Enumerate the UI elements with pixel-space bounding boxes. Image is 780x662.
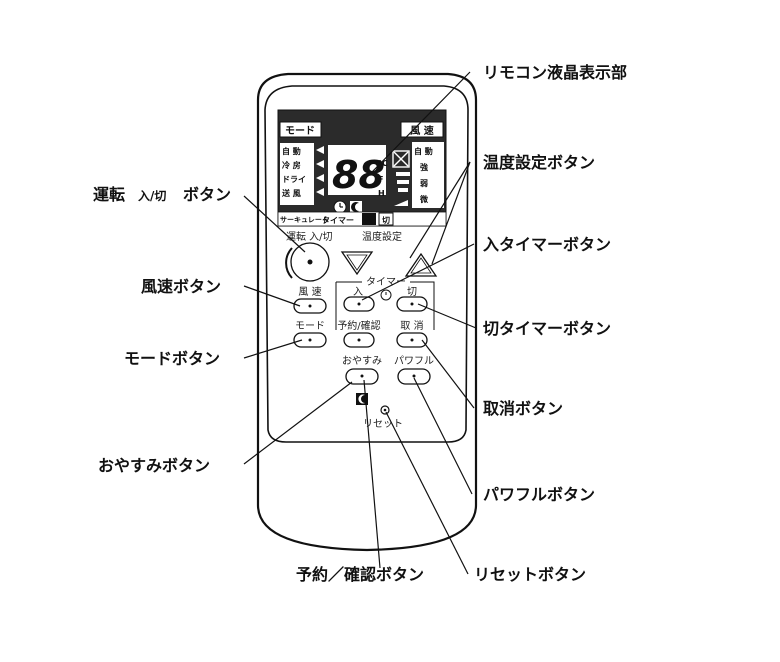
lcd-mode-header: モード [285,125,315,137]
fan-speed-label: 風 速 [298,286,321,298]
lcd-mode-cool: 冷 房 [282,160,301,170]
power-label: 運転 入/切 [286,231,333,243]
timer-off-label: 切 [407,286,417,298]
lcd-mode-dry: ドライ [282,175,306,184]
lcd-fan-quiet: 微 [419,194,428,204]
lcd-unit-c: °C [378,159,388,168]
callout-fan-speed: 風速ボタン [141,277,221,296]
temp-up-button[interactable] [404,252,438,277]
callout-timer-off: 切タイマーボタン [483,319,611,338]
callout-cancel: 取消ボタン [483,399,563,418]
callout-sleep: おやすみボタン [98,456,210,475]
callout-temp-buttons: 温度設定ボタン [482,153,595,172]
lcd-fan-level-bars [394,172,410,206]
callout-labels: リモコン液晶表示部 温度設定ボタン 入タイマーボタン 切タイマーボタン 取消ボタ… [93,63,627,584]
timer-on-label: 入 [353,287,363,298]
callout-timer-on: 入タイマーボタン [483,235,611,254]
lcd-timer-off: 切 [382,215,390,225]
cancel-button[interactable] [396,332,428,348]
reserve-label: 予約/確認 [337,319,380,332]
callout-power-sub: 入/切 [138,189,166,203]
callout-powerful: パワフルボタン [483,485,595,504]
sleep-label: おやすみ [342,355,382,367]
cancel-label: 取 消 [400,319,423,332]
lcd-unit-f: F [378,175,383,184]
mode-label: モード [295,321,325,332]
reserve-confirm-button[interactable] [343,332,375,348]
remote-buttons: 運転 入/切 温度設定 タイマー 入 切 [285,230,438,430]
lcd-unit-h: H [378,189,385,198]
callout-power-main: 運転 [93,185,125,204]
lcd-fan-low: 弱 [420,178,428,188]
timer-on-button[interactable] [343,296,375,312]
reset-label: リセット [363,418,403,430]
leader-lines [243,71,477,575]
timer-off-button[interactable] [396,296,428,312]
timer-group-frame [335,281,435,330]
lcd-fan-header: 風 速 [410,124,433,137]
lcd-fan-high: 強 [420,162,428,172]
lcd-temperature-digits: 88 [332,153,385,197]
reset-button[interactable] [380,405,390,415]
lcd-mode-indicators [316,146,324,196]
lcd-panel: モード 風 速 自 動 冷 房 ドライ 送 風 88 °C F H [277,109,447,227]
lcd-circulate: サーキュレート [280,216,329,224]
timer-clock-icon [380,289,392,301]
lcd-fan-icon [392,150,410,168]
lcd-timer-on: 入 [364,216,373,225]
callout-reset: リセットボタン [474,565,586,584]
temp-down-button[interactable] [340,251,374,276]
sleep-button[interactable] [345,368,379,385]
lcd-clock-icon [333,200,347,214]
lcd-mode-auto: 自 動 [282,146,301,156]
callout-power-tail: ボタン [183,185,231,204]
lcd-timer: タイマー [322,215,354,225]
callout-reserve-confirm: 予約／確認ボタン [296,565,424,584]
power-button[interactable] [285,242,330,282]
lcd-mode-fan: 送 風 [281,188,301,198]
temp-label: 温度設定 [362,230,402,243]
callout-mode: モードボタン [124,349,220,368]
fan-speed-button[interactable] [293,298,327,314]
callout-remote-lcd: リモコン液晶表示部 [483,63,627,82]
powerful-button[interactable] [397,368,431,385]
lcd-fan-auto: 自 動 [414,146,433,156]
lcd-sleep-icon [350,201,362,213]
powerful-label: パワフル [394,355,434,367]
mode-button[interactable] [293,332,327,348]
timer-group-label: タイマー [366,276,406,288]
